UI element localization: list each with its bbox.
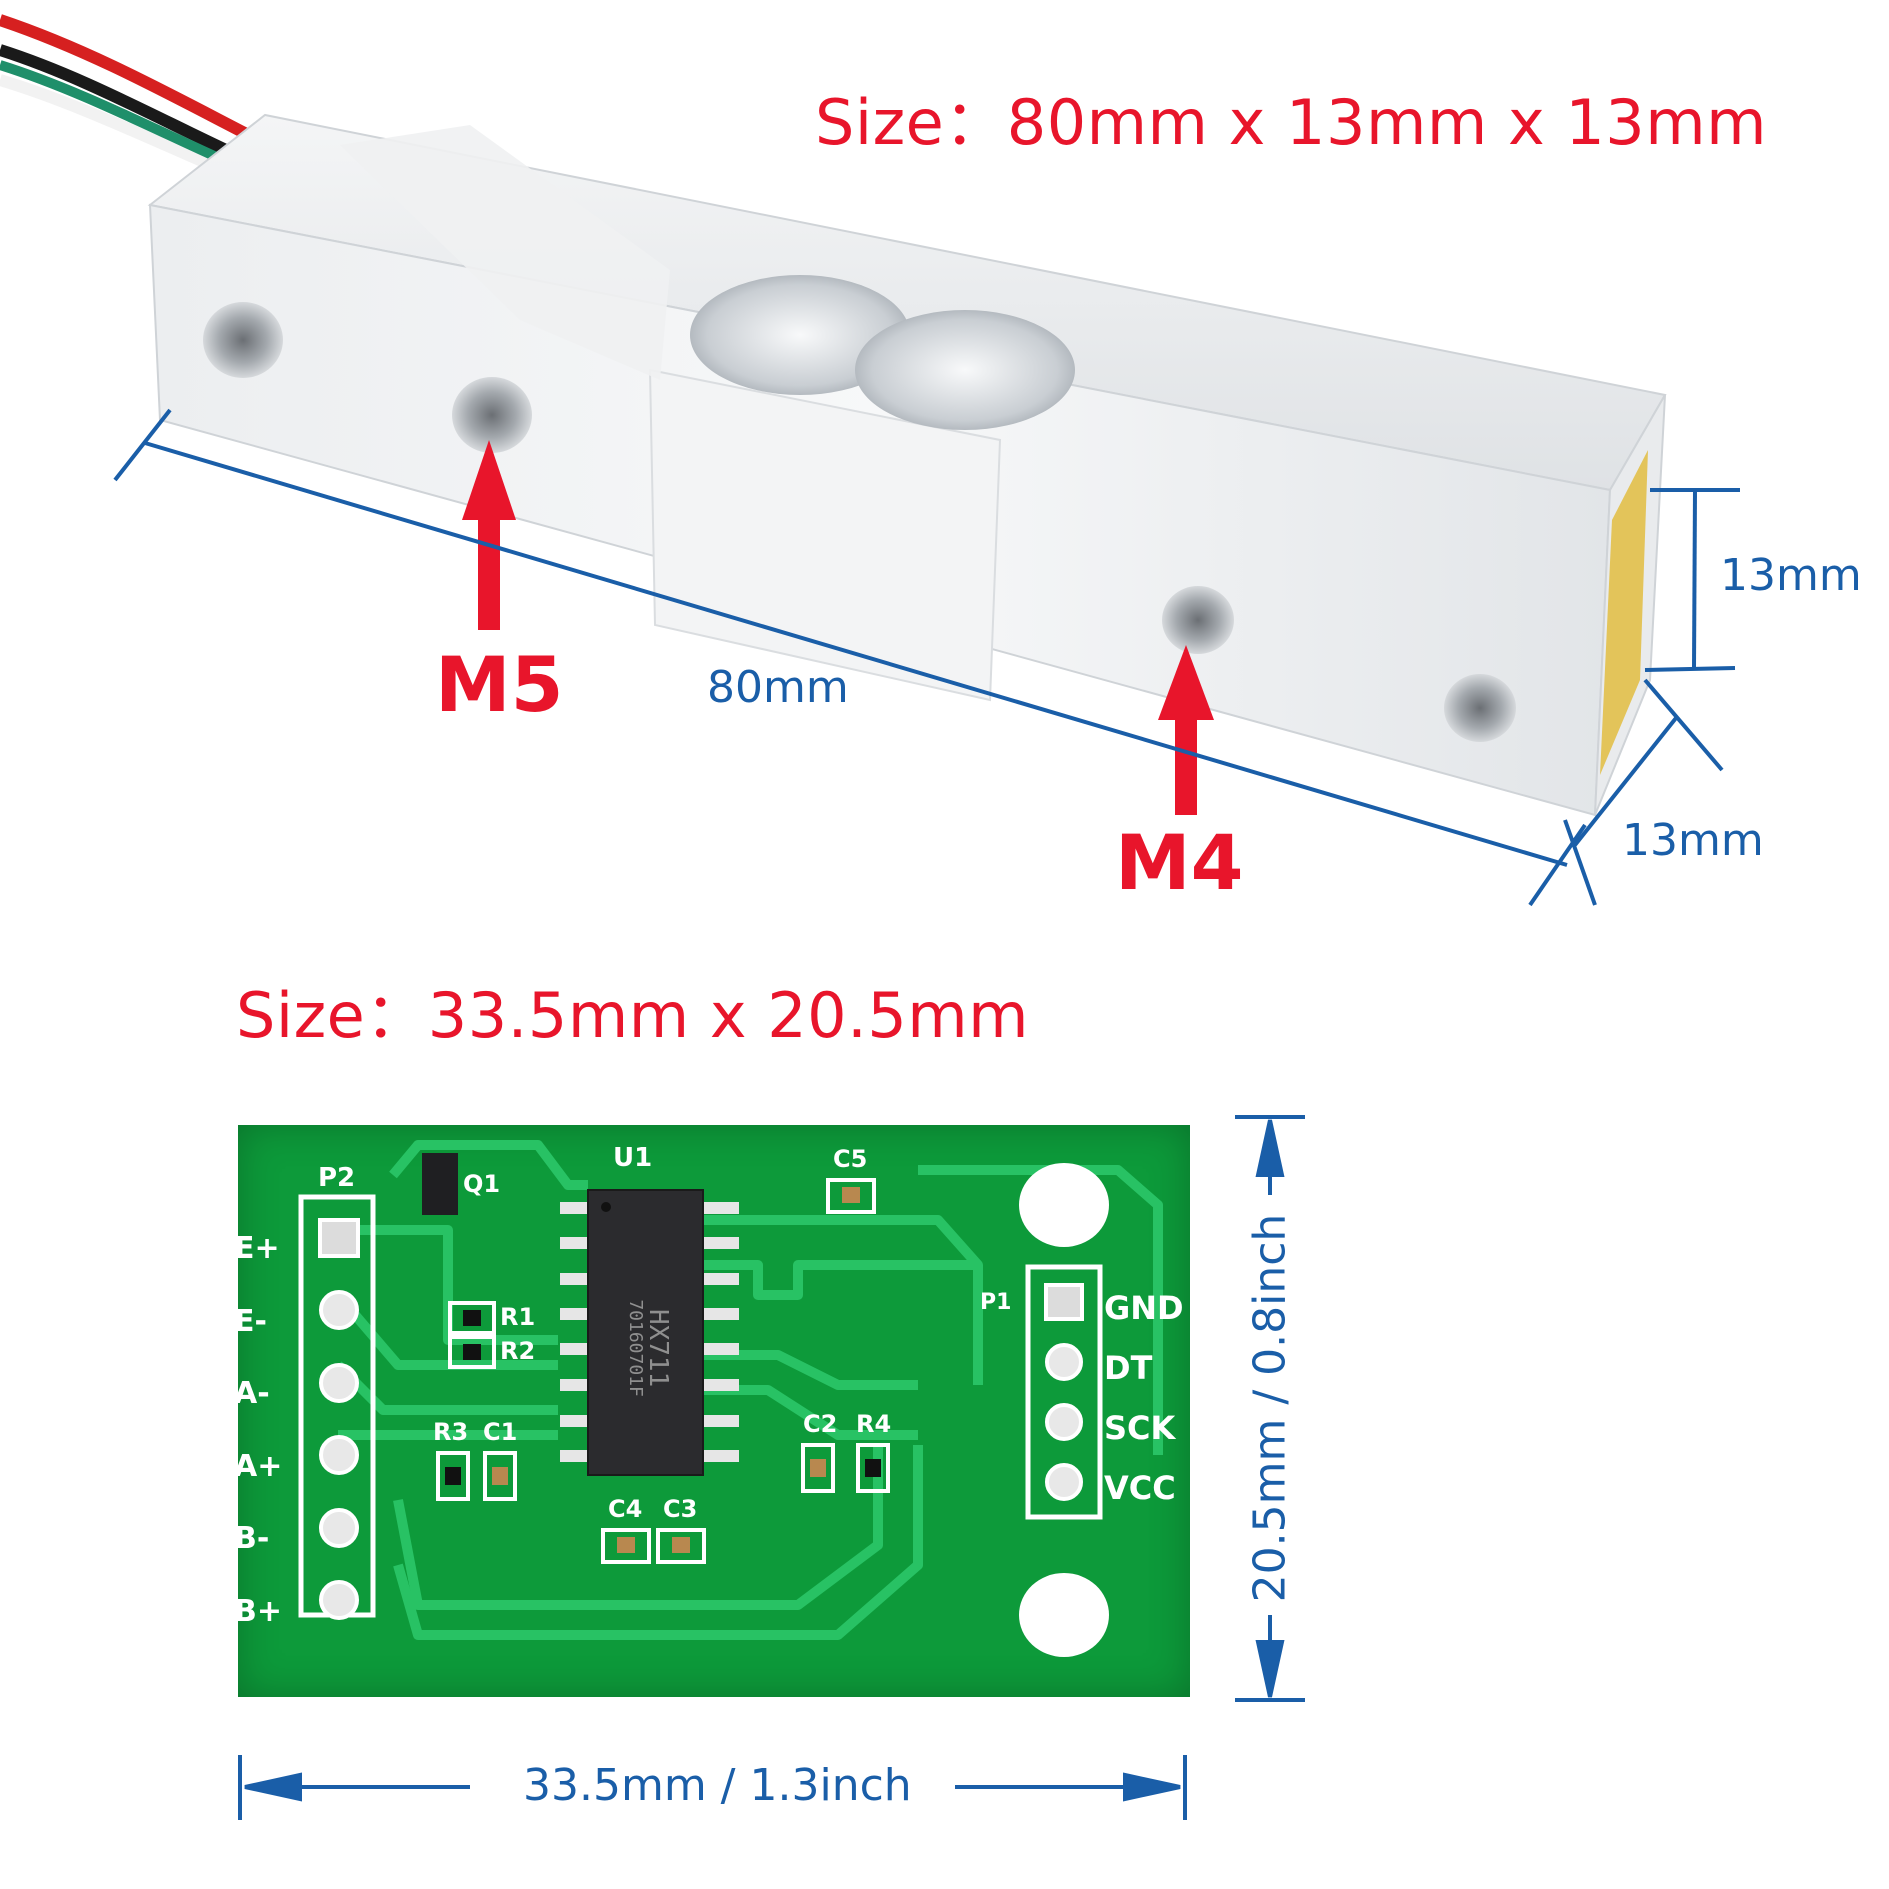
silk-r3: R3	[433, 1418, 469, 1446]
load-cell-size-title: Size：80mm x 13mm x 13mm	[815, 86, 1768, 159]
silk-p2: P2	[318, 1163, 356, 1193]
arrow-up-icon	[462, 440, 516, 630]
end-label-sticker	[1600, 450, 1648, 775]
silk-c3: C3	[663, 1495, 698, 1523]
p2-pin-labels: E+ E- A- A+ B- B+	[234, 1213, 282, 1648]
silk-c2: C2	[803, 1410, 838, 1438]
p1-pin-labels: GND DT SCK VCC	[1104, 1278, 1184, 1518]
hx711-pcb: HX711 70160701F P2 U1 Q1 R1 R2 R3 C1 C2 …	[234, 1125, 1190, 1697]
height-dimension-label: 13mm	[1720, 550, 1862, 601]
board-height-dimension-label: 20.5mm / 0.8inch	[1244, 1213, 1296, 1603]
silk-c4: C4	[608, 1495, 643, 1523]
hx711-size-title: Size：33.5mm x 20.5mm	[236, 979, 1030, 1052]
thread-label-m5: M5	[435, 640, 564, 729]
silk-c5: C5	[833, 1145, 868, 1173]
thread-hole-4	[1444, 674, 1516, 742]
length-dimension-label: 80mm	[707, 662, 849, 713]
silk-r2: R2	[500, 1337, 536, 1365]
chip-marking-line2: 70160701F	[624, 1299, 646, 1397]
width-dimension-label: 13mm	[1622, 815, 1764, 866]
load-cell-illustration	[0, 14, 1740, 907]
silk-q1: Q1	[463, 1170, 501, 1198]
board-width-dimension-label: 33.5mm / 1.3inch	[523, 1760, 912, 1811]
silk-r1: R1	[500, 1303, 536, 1331]
p2-pin-e-minus: E-	[234, 1303, 267, 1339]
thread-label-m4: M4	[1115, 818, 1244, 907]
p1-pin-sck: SCK	[1104, 1409, 1176, 1447]
hx711-chip-marking: HX711 70160701F	[624, 1283, 674, 1413]
thread-hole-2-m5	[452, 377, 532, 453]
p2-pin-b-plus: B+	[234, 1593, 283, 1629]
p1-pin-gnd: GND	[1104, 1289, 1184, 1327]
silk-r4: R4	[856, 1410, 892, 1438]
p2-pin-a-plus: A+	[234, 1448, 283, 1484]
bore-hole-left	[690, 275, 910, 395]
bore-hole-right	[855, 310, 1075, 430]
silk-u1: U1	[613, 1143, 653, 1173]
silk-p1: P1	[980, 1290, 1012, 1315]
p2-pin-e-plus: E+	[234, 1231, 280, 1266]
thread-hole-1	[203, 302, 283, 378]
thread-hole-3-m4	[1162, 586, 1234, 654]
p2-pin-b-minus: B-	[234, 1521, 270, 1556]
dimension-lines	[113, 408, 1740, 907]
chip-marking-line1: HX711	[643, 1308, 674, 1388]
hx711-chip-pins	[560, 1202, 739, 1462]
silk-c1: C1	[483, 1418, 518, 1446]
arrow-up-icon	[1158, 645, 1214, 815]
p2-pin-a-minus: A-	[234, 1376, 270, 1411]
pcb-traces	[298, 1140, 1163, 1657]
p1-pin-dt: DT	[1104, 1349, 1153, 1387]
p1-pin-vcc: VCC	[1104, 1469, 1176, 1507]
